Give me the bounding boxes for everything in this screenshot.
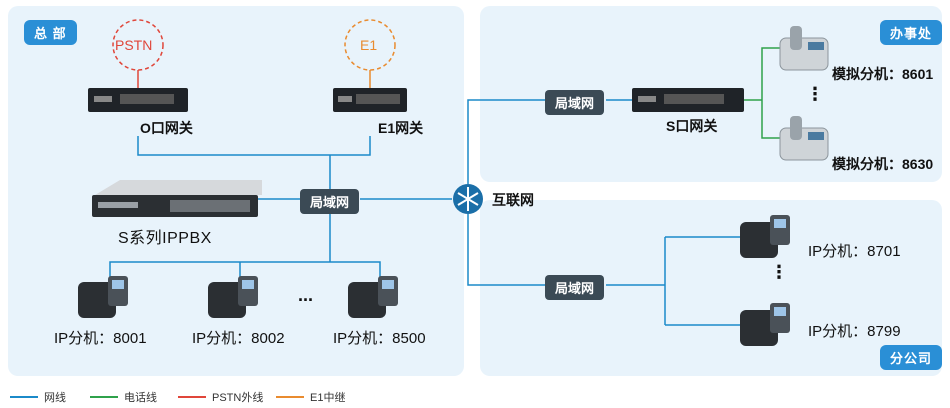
- internet-office-link: [467, 99, 545, 184]
- legend-network: 网线: [10, 389, 66, 405]
- o-gateway-label: O口网关: [140, 120, 193, 136]
- legend-network-label: 网线: [44, 392, 66, 404]
- headquarters-tag: 总 部: [24, 20, 77, 45]
- branch-phones-ellipsis: ⋮: [770, 262, 788, 282]
- hq-phone-8500-label: IP分机：8500: [333, 330, 426, 347]
- e1-gateway-device: [333, 88, 407, 112]
- office-lan-label: 局域网: [545, 90, 605, 115]
- legend-phone-line: 电话线: [90, 389, 157, 405]
- legend-e1-swatch: [276, 396, 304, 398]
- branch-lan-label: 局域网: [545, 275, 605, 300]
- branch-phone-8701-label: IP分机：8701: [808, 243, 901, 260]
- hq-phone-8001-label: IP分机：8001: [54, 330, 147, 347]
- s-gateway-device: [632, 88, 744, 112]
- ip-phone-icon-8500: [348, 276, 398, 318]
- branch-tag: 分公司: [880, 345, 943, 370]
- legend-pstn-swatch: [178, 396, 206, 398]
- hq-phones-link: [109, 261, 381, 278]
- legend-network-swatch: [10, 396, 38, 398]
- pstn-label: PSTN: [115, 37, 153, 53]
- hq-phone-8002-label: IP分机：8002: [192, 330, 285, 347]
- pstn-cloud: [112, 19, 164, 71]
- hq-phones-ellipsis: ...: [298, 285, 314, 305]
- analog-phone-icon-8630: [779, 116, 829, 161]
- office-tag: 办事处: [880, 20, 943, 45]
- analog-phone-icon-8601: [779, 26, 829, 71]
- e1-gateway-label: E1网关: [378, 120, 424, 136]
- ippbx-label: S系列IPPBX: [118, 230, 212, 247]
- e1-label: E1: [360, 37, 378, 53]
- office-phone-8630-label: 模拟分机：8630: [832, 156, 934, 172]
- office-phone-line: [761, 47, 785, 139]
- ippbx-server-device: [92, 180, 262, 217]
- legend-e1-label: E1中继: [310, 392, 346, 404]
- o-gateway-device: [88, 88, 188, 112]
- ip-phone-icon-8799: [740, 303, 790, 346]
- legend-pstn: PSTN外线: [178, 389, 263, 405]
- internet-hub-icon: [453, 184, 483, 214]
- legend-phone-line-swatch: [90, 396, 118, 398]
- legend-e1: E1中继: [276, 389, 345, 405]
- internet-branch-link: [467, 214, 545, 286]
- ip-phone-icon-8001: [78, 276, 128, 318]
- e1-cloud: [344, 19, 396, 71]
- ip-phone-icon-8701: [740, 215, 790, 258]
- internet-label: 互联网: [492, 192, 534, 208]
- office-phone-8601-label: 模拟分机：8601: [832, 66, 934, 82]
- hq-gateway-link: [137, 136, 371, 156]
- s-gateway-label: S口网关: [666, 118, 718, 134]
- ip-phone-icon-8002: [208, 276, 258, 318]
- branch-phone-8799-label: IP分机：8799: [808, 323, 901, 340]
- legend-phone-line-label: 电话线: [124, 392, 157, 404]
- office-phones-ellipsis: ⋮: [806, 84, 824, 104]
- legend-pstn-label: PSTN外线: [212, 392, 264, 404]
- hq-lan-label: 局域网: [300, 189, 360, 214]
